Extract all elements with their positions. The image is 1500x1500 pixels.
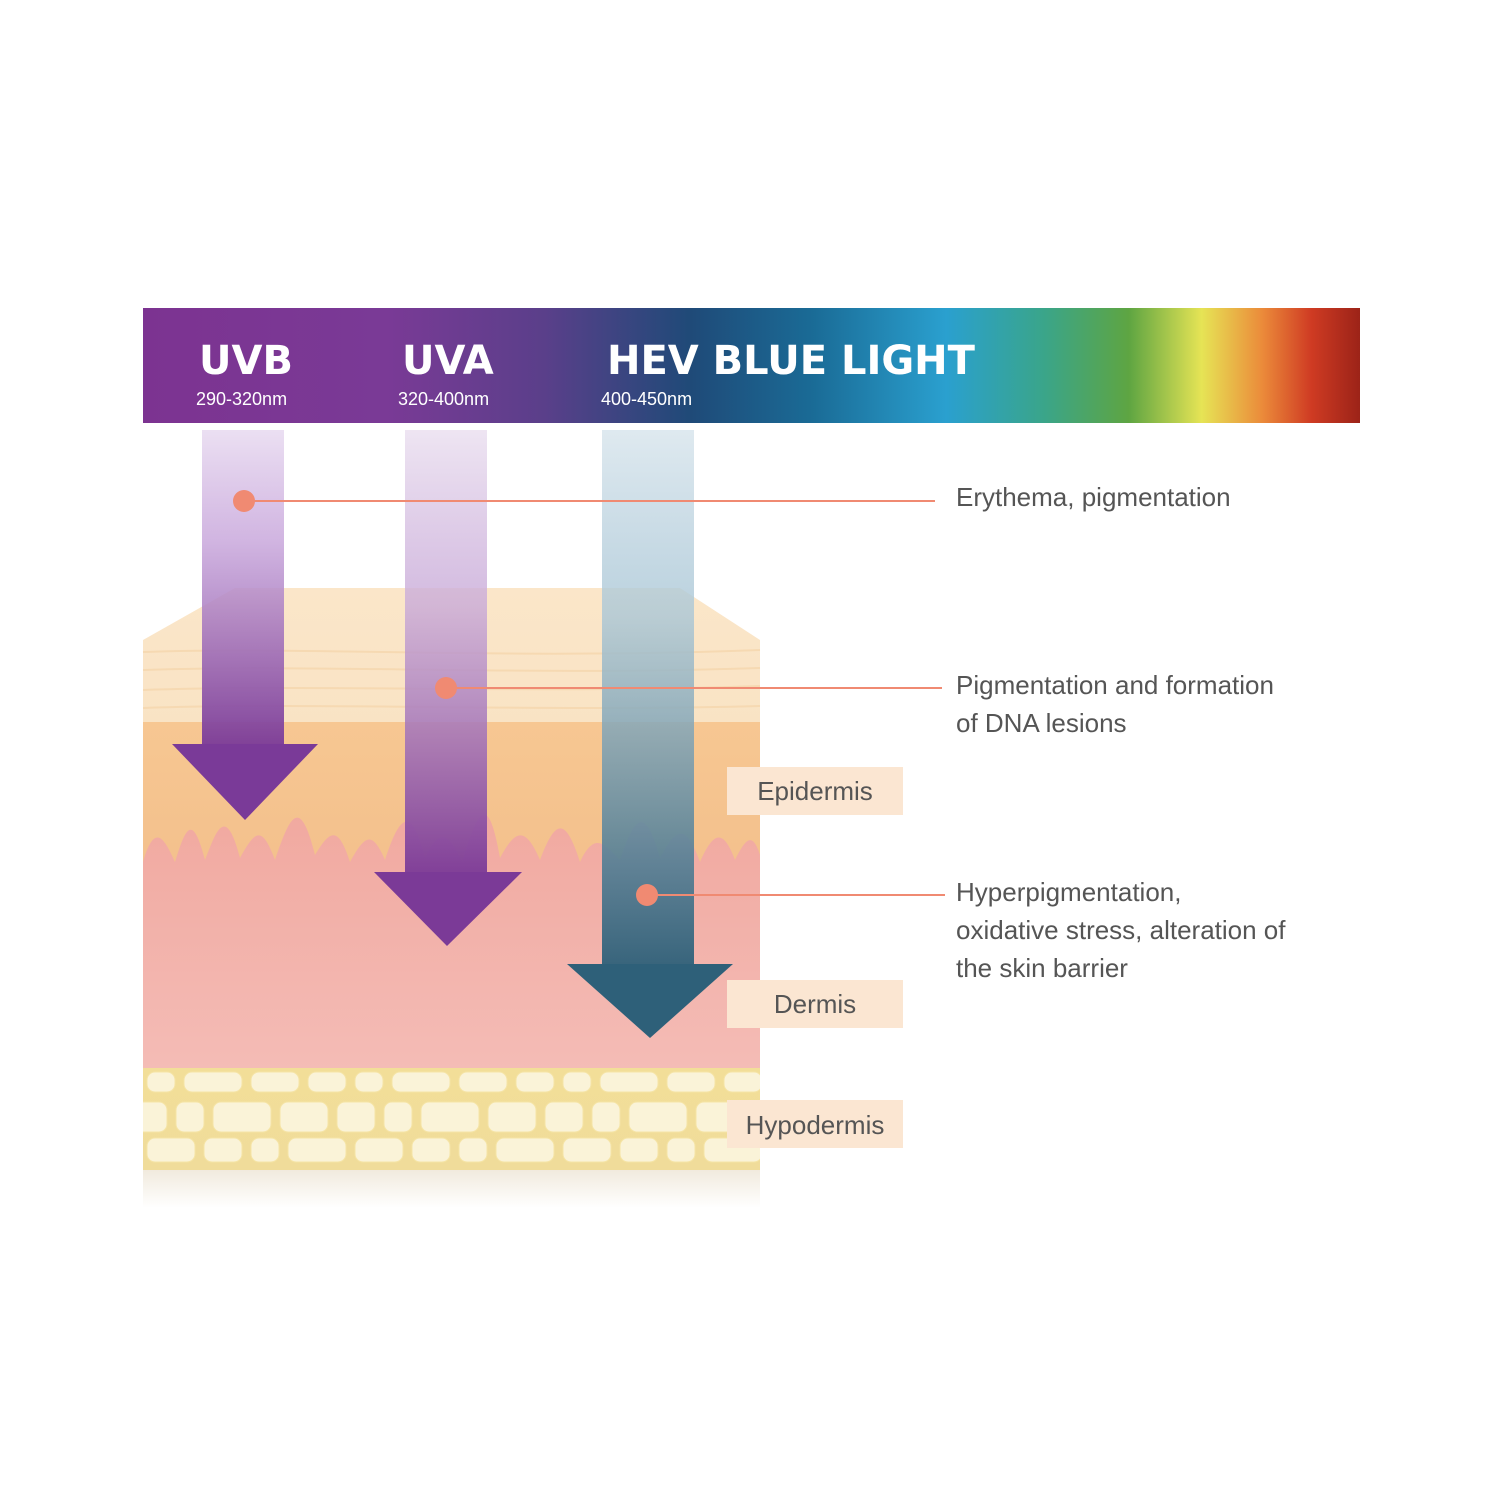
effect-erythema: Erythema, pigmentation xyxy=(956,482,1231,512)
fat-cell xyxy=(515,1071,555,1093)
fat-cell xyxy=(458,1137,488,1163)
band-uva-range: 320-400nm xyxy=(398,389,489,409)
layer-label-text: Epidermis xyxy=(757,776,873,806)
band-hev: HEV BLUE LIGHT 400-450nm xyxy=(601,338,976,409)
effect-line: Erythema, pigmentation xyxy=(956,482,1231,512)
fat-cell xyxy=(562,1137,612,1163)
fat-cell xyxy=(212,1101,272,1133)
fat-cell xyxy=(354,1071,384,1093)
fat-cell xyxy=(146,1071,176,1093)
fat-cell xyxy=(411,1137,451,1163)
uva-arrow xyxy=(374,430,522,946)
effect-hyperpigmentation: Hyperpigmentation, oxidative stress, alt… xyxy=(956,877,1286,983)
fat-cell xyxy=(307,1071,347,1093)
callout-hyperpigmentation xyxy=(636,884,945,906)
band-uvb-name: UVB xyxy=(199,338,293,384)
fat-cell xyxy=(562,1071,592,1093)
spectrum-bar xyxy=(143,308,1360,423)
layer-label-epidermis: Epidermis xyxy=(727,767,903,815)
fat-cell xyxy=(591,1101,621,1133)
band-uvb: UVB 290-320nm xyxy=(196,338,293,409)
effect-line: Hyperpigmentation, xyxy=(956,877,1181,907)
fat-cell xyxy=(183,1071,243,1093)
fat-cell xyxy=(391,1071,451,1093)
fat-cell xyxy=(146,1137,196,1163)
band-hev-range: 400-450nm xyxy=(601,389,692,409)
fat-cell xyxy=(619,1137,659,1163)
fat-cell xyxy=(336,1101,376,1133)
fat-cell xyxy=(250,1071,300,1093)
callout-dna-lesions xyxy=(435,677,942,699)
fat-cell xyxy=(143,1101,168,1133)
fat-cell xyxy=(628,1101,688,1133)
fat-cell xyxy=(203,1137,243,1163)
fat-cell xyxy=(666,1137,696,1163)
fat-cell xyxy=(250,1137,280,1163)
layer-label-dermis: Dermis xyxy=(727,980,903,1028)
effect-line: the skin barrier xyxy=(956,953,1128,983)
band-uvb-range: 290-320nm xyxy=(196,389,287,409)
fat-cell xyxy=(666,1071,716,1093)
fat-cell xyxy=(420,1101,480,1133)
layer-label-text: Hypodermis xyxy=(746,1110,885,1140)
fat-cell xyxy=(487,1101,537,1133)
layer-label-hypodermis: Hypodermis xyxy=(727,1100,903,1148)
band-uva-name: UVA xyxy=(402,338,494,384)
effect-line: oxidative stress, alteration of xyxy=(956,915,1286,945)
fat-cell xyxy=(287,1137,347,1163)
effect-dna-lesions: Pigmentation and formation of DNA lesion… xyxy=(956,670,1274,738)
effect-line: Pigmentation and formation xyxy=(956,670,1274,700)
fat-cell xyxy=(383,1101,413,1133)
band-uva: UVA 320-400nm xyxy=(398,338,494,409)
fat-cell xyxy=(544,1101,584,1133)
fat-cell xyxy=(354,1137,404,1163)
effect-line: of DNA lesions xyxy=(956,708,1127,738)
uvb-arrow xyxy=(172,430,318,820)
fat-cell xyxy=(723,1071,760,1093)
fat-cell xyxy=(495,1137,555,1163)
layer-label-text: Dermis xyxy=(774,989,856,1019)
hev-arrow xyxy=(567,430,733,1038)
fat-cell xyxy=(458,1071,508,1093)
fat-cell xyxy=(279,1101,329,1133)
band-hev-name: HEV BLUE LIGHT xyxy=(607,338,976,384)
fat-cell xyxy=(175,1101,205,1133)
fat-cell xyxy=(599,1071,659,1093)
callout-erythema xyxy=(233,490,935,512)
